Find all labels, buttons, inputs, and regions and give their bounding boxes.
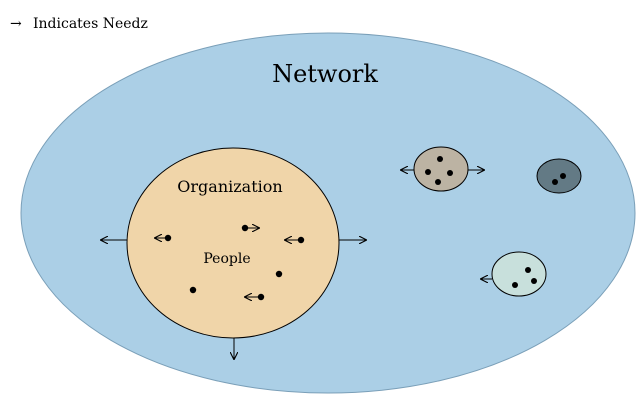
legend-text: Indicates Needz	[33, 16, 148, 32]
member-dot	[512, 282, 518, 288]
small-group-slate	[536, 158, 582, 194]
person-dot	[241, 224, 249, 232]
person-dot	[297, 236, 305, 244]
legend: → Indicates Needz	[10, 16, 148, 32]
person-dot	[164, 234, 172, 242]
member-dot	[437, 156, 443, 162]
member-dot	[425, 169, 431, 175]
person-dot	[257, 293, 265, 301]
network-label: Network	[272, 60, 378, 88]
member-dot	[560, 173, 566, 179]
person-dot	[189, 286, 197, 294]
member-dot	[525, 267, 531, 273]
organization: Organization People	[101, 147, 366, 359]
small-group-brown	[401, 146, 484, 192]
people-label: People	[203, 251, 250, 267]
person-dot	[275, 270, 283, 278]
member-dot	[552, 179, 558, 185]
member-dot	[447, 170, 453, 176]
small-group-ellipse	[413, 146, 469, 192]
organization-ellipse	[126, 147, 340, 339]
member-dot	[435, 179, 441, 185]
organization-label: Organization	[177, 177, 282, 196]
small-group-ellipse	[536, 158, 582, 194]
small-group-mint	[481, 251, 547, 297]
small-group-ellipse	[491, 251, 547, 297]
member-dot	[531, 278, 537, 284]
legend-arrow-icon: →	[10, 16, 22, 32]
